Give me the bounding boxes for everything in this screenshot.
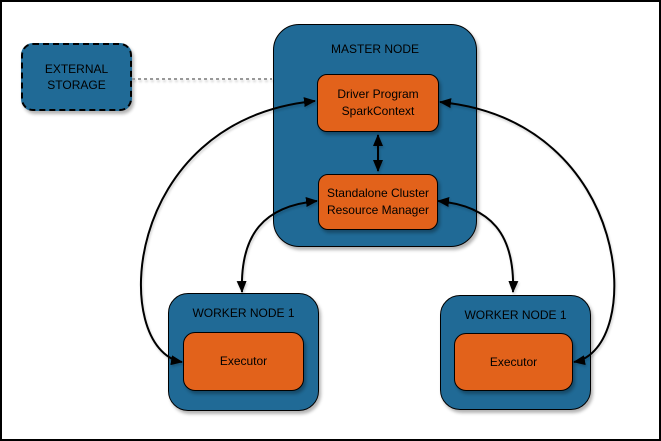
driver-program-box: Driver Program SparkContext — [317, 74, 439, 132]
external-storage-node: EXTERNAL STORAGE — [21, 43, 132, 111]
executor-left-box: Executor — [183, 332, 304, 391]
worker-node-left-title: WORKER NODE 1 — [192, 306, 295, 320]
resource-manager-box: Standalone Cluster Resource Manager — [318, 174, 438, 230]
master-node-title: MASTER NODE — [330, 42, 419, 56]
executor-right-box: Executor — [454, 333, 573, 391]
worker-node-right-title: WORKER NODE 1 — [464, 308, 567, 322]
